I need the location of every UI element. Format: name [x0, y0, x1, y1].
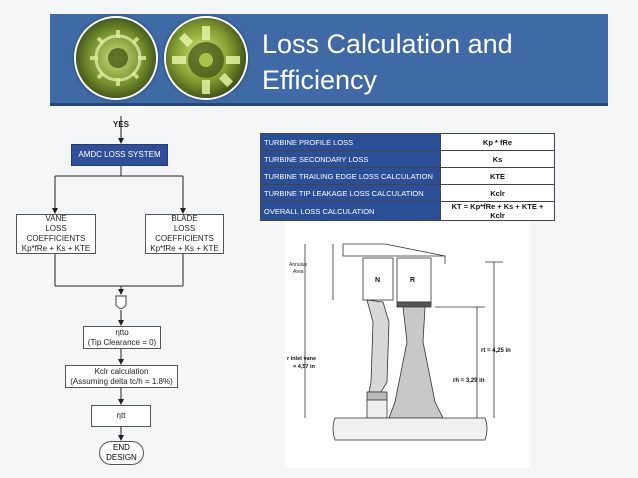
loss-label: TURBINE TRAILING EDGE LOSS CALCULATION [260, 167, 441, 185]
r-label: R [410, 277, 415, 284]
vane-loss-box: VANE LOSS COEFFICIENTS Kp*fRe + Ks + KTE [16, 214, 96, 254]
r-inlet-vane-line1: r inlet vane [287, 356, 316, 362]
loss-value: Kclr [440, 184, 555, 202]
rh-label: rh = 3,29 in [453, 378, 485, 384]
table-row: TURBINE TIP LEAKAGE LOSS CALCULATION Kcl… [260, 184, 555, 202]
kclr-calculation-box: Kclr calculation (Assuming delta tc/h = … [65, 365, 178, 388]
rt-label: rt = 4,25 in [481, 348, 511, 354]
r-inlet-vane-line2: = 4,57 in [293, 364, 316, 370]
amdc-loss-system-box: AMDC LOSS SYSTEM [71, 144, 168, 166]
eta-tt-box: ηtt [91, 405, 151, 427]
annulus-label-line1: Annulus [289, 262, 308, 268]
table-row: TURBINE PROFILE LOSS Kp * fRe [260, 133, 555, 151]
loss-value: KT = Kp*fRe + Ks + KTE + Kclr [440, 201, 555, 221]
table-row: TURBINE SECONDARY LOSS Ks [260, 150, 555, 168]
turbine-cross-section: Annulus Area N R r inlet vane = 4,57 in … [285, 222, 530, 468]
n-label: N [375, 277, 380, 284]
gear-photo-left [74, 16, 158, 100]
gear-photo-right [164, 16, 248, 100]
loss-value: KTE [440, 167, 555, 185]
turbine-drawing: Annulus Area N R r inlet vane = 4,57 in … [287, 243, 511, 441]
table-row: OVERALL LOSS CALCULATION KT = Kp*fRe + K… [260, 201, 555, 221]
loss-label: OVERALL LOSS CALCULATION [260, 201, 441, 221]
slide-title: Loss Calculation and Efficiency [262, 29, 513, 95]
loss-value: Kp * fRe [440, 133, 555, 151]
merge-connector [115, 295, 127, 309]
table-row: TURBINE TRAILING EDGE LOSS CALCULATION K… [260, 167, 555, 185]
slide-header: Loss Calculation and Efficiency [50, 14, 608, 106]
loss-table: TURBINE PROFILE LOSS Kp * fRe TURBINE SE… [260, 133, 555, 221]
loss-label: TURBINE SECONDARY LOSS [260, 150, 441, 168]
loss-label: TURBINE PROFILE LOSS [260, 133, 441, 151]
yes-label: YES [113, 120, 130, 129]
loss-value: Ks [440, 150, 555, 168]
end-design-box: END DESIGN [99, 441, 144, 465]
eta-tto-box: ηtto (Tip Clearance = 0) [83, 326, 161, 349]
loss-label: TURBINE TIP LEAKAGE LOSS CALCULATION [260, 184, 441, 202]
blade-loss-box: BLADE LOSS COEFFICIENTS Kp*fRe + Ks + KT… [145, 214, 224, 254]
annulus-label-line2: Area [293, 269, 304, 275]
